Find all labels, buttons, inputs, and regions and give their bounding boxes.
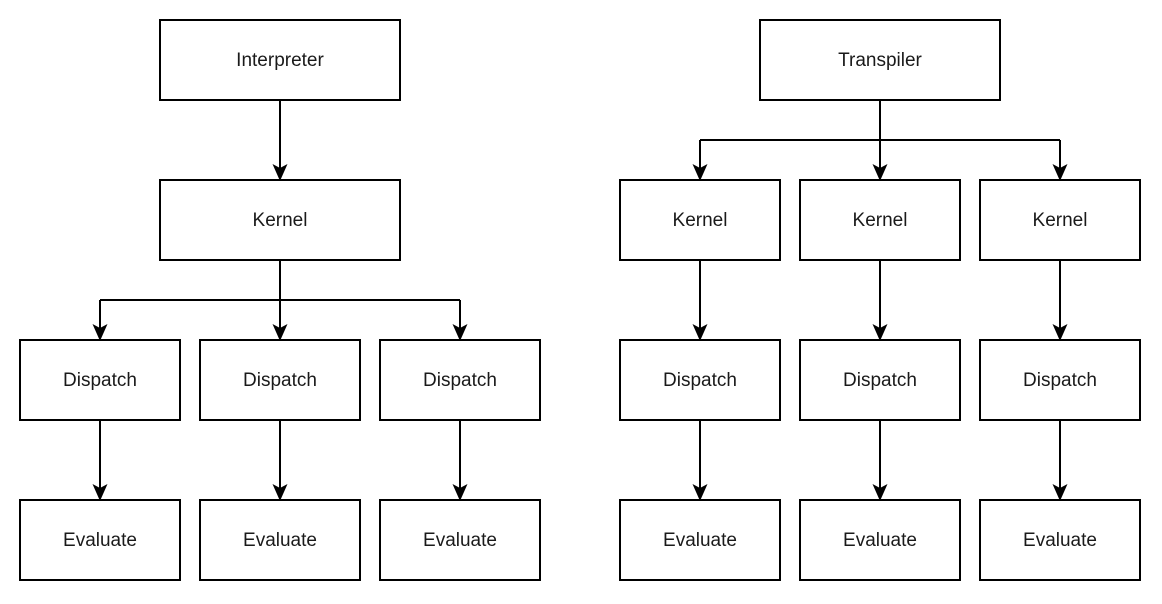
node-right-evaluate-3-label: Evaluate bbox=[1023, 530, 1097, 551]
node-left-dispatch-3-label: Dispatch bbox=[423, 370, 497, 391]
node-right-kernel-2-label: Kernel bbox=[853, 210, 908, 231]
edge-right-dispatch-to-evaluate-3 bbox=[1052, 420, 1068, 501]
node-right-dispatch-3[interactable]: Dispatch bbox=[979, 339, 1141, 421]
node-left-kernel[interactable]: Kernel bbox=[159, 179, 401, 261]
node-transpiler[interactable]: Transpiler bbox=[759, 19, 1001, 101]
node-right-dispatch-3-label: Dispatch bbox=[1023, 370, 1097, 391]
node-right-evaluate-2-label: Evaluate bbox=[843, 530, 917, 551]
node-right-kernel-1-label: Kernel bbox=[673, 210, 728, 231]
node-left-evaluate-1[interactable]: Evaluate bbox=[19, 499, 181, 581]
arrow-head-icon bbox=[872, 164, 888, 181]
edge-dispatch-to-evaluate-1 bbox=[92, 420, 108, 501]
node-right-evaluate-3[interactable]: Evaluate bbox=[979, 499, 1141, 581]
arrow-head-icon bbox=[1052, 324, 1068, 341]
node-left-evaluate-3[interactable]: Evaluate bbox=[379, 499, 541, 581]
edge-dispatch-to-evaluate-2 bbox=[272, 420, 288, 501]
node-left-dispatch-2-label: Dispatch bbox=[243, 370, 317, 391]
arrow-head-icon bbox=[92, 324, 108, 341]
arrow-head-icon bbox=[1052, 484, 1068, 501]
arrow-head-icon bbox=[272, 324, 288, 341]
arrow-head-icon bbox=[692, 484, 708, 501]
edge-transpiler-to-kernel-group bbox=[692, 100, 1068, 181]
node-left-dispatch-1-label: Dispatch bbox=[63, 370, 137, 391]
arrow-head-icon bbox=[692, 324, 708, 341]
arrow-head-icon bbox=[872, 324, 888, 341]
node-left-evaluate-2[interactable]: Evaluate bbox=[199, 499, 361, 581]
arrow-head-icon bbox=[692, 164, 708, 181]
edge-right-dispatch-to-evaluate-1 bbox=[692, 420, 708, 501]
edge-right-kernel-to-dispatch-3 bbox=[1052, 260, 1068, 341]
node-interpreter-label: Interpreter bbox=[236, 50, 324, 71]
arrow-head-icon bbox=[272, 484, 288, 501]
node-left-dispatch-2[interactable]: Dispatch bbox=[199, 339, 361, 421]
arrow-head-icon bbox=[1052, 164, 1068, 181]
node-right-evaluate-1-label: Evaluate bbox=[663, 530, 737, 551]
node-right-kernel-3[interactable]: Kernel bbox=[979, 179, 1141, 261]
arrow-head-icon bbox=[872, 484, 888, 501]
node-right-dispatch-2[interactable]: Dispatch bbox=[799, 339, 961, 421]
arrow-head-icon bbox=[452, 484, 468, 501]
node-left-kernel-label: Kernel bbox=[253, 210, 308, 231]
node-right-kernel-3-label: Kernel bbox=[1033, 210, 1088, 231]
node-left-dispatch-3[interactable]: Dispatch bbox=[379, 339, 541, 421]
node-right-dispatch-1[interactable]: Dispatch bbox=[619, 339, 781, 421]
arrow-head-icon bbox=[92, 484, 108, 501]
edge-interpreter-to-kernel bbox=[272, 100, 288, 181]
node-left-evaluate-2-label: Evaluate bbox=[243, 530, 317, 551]
transpiler-tree: Transpiler Kernel Kernel Kernel Dispatch bbox=[619, 19, 1141, 581]
node-right-evaluate-1[interactable]: Evaluate bbox=[619, 499, 781, 581]
edge-kernel-to-dispatch-group bbox=[92, 260, 468, 341]
node-left-evaluate-1-label: Evaluate bbox=[63, 530, 137, 551]
node-interpreter[interactable]: Interpreter bbox=[159, 19, 401, 101]
node-left-dispatch-1[interactable]: Dispatch bbox=[19, 339, 181, 421]
node-right-kernel-2[interactable]: Kernel bbox=[799, 179, 961, 261]
edge-right-kernel-to-dispatch-2 bbox=[872, 260, 888, 341]
node-right-kernel-1[interactable]: Kernel bbox=[619, 179, 781, 261]
node-transpiler-label: Transpiler bbox=[838, 50, 922, 71]
node-right-dispatch-2-label: Dispatch bbox=[843, 370, 917, 391]
arrow-head-icon bbox=[452, 324, 468, 341]
edge-right-kernel-to-dispatch-1 bbox=[692, 260, 708, 341]
edge-right-dispatch-to-evaluate-2 bbox=[872, 420, 888, 501]
node-left-evaluate-3-label: Evaluate bbox=[423, 530, 497, 551]
node-right-evaluate-2[interactable]: Evaluate bbox=[799, 499, 961, 581]
edge-dispatch-to-evaluate-3 bbox=[452, 420, 468, 501]
interpreter-tree: Interpreter Kernel Dispatch Dispatch Dis… bbox=[19, 19, 541, 581]
arrow-head-icon bbox=[272, 164, 288, 181]
node-right-dispatch-1-label: Dispatch bbox=[663, 370, 737, 391]
